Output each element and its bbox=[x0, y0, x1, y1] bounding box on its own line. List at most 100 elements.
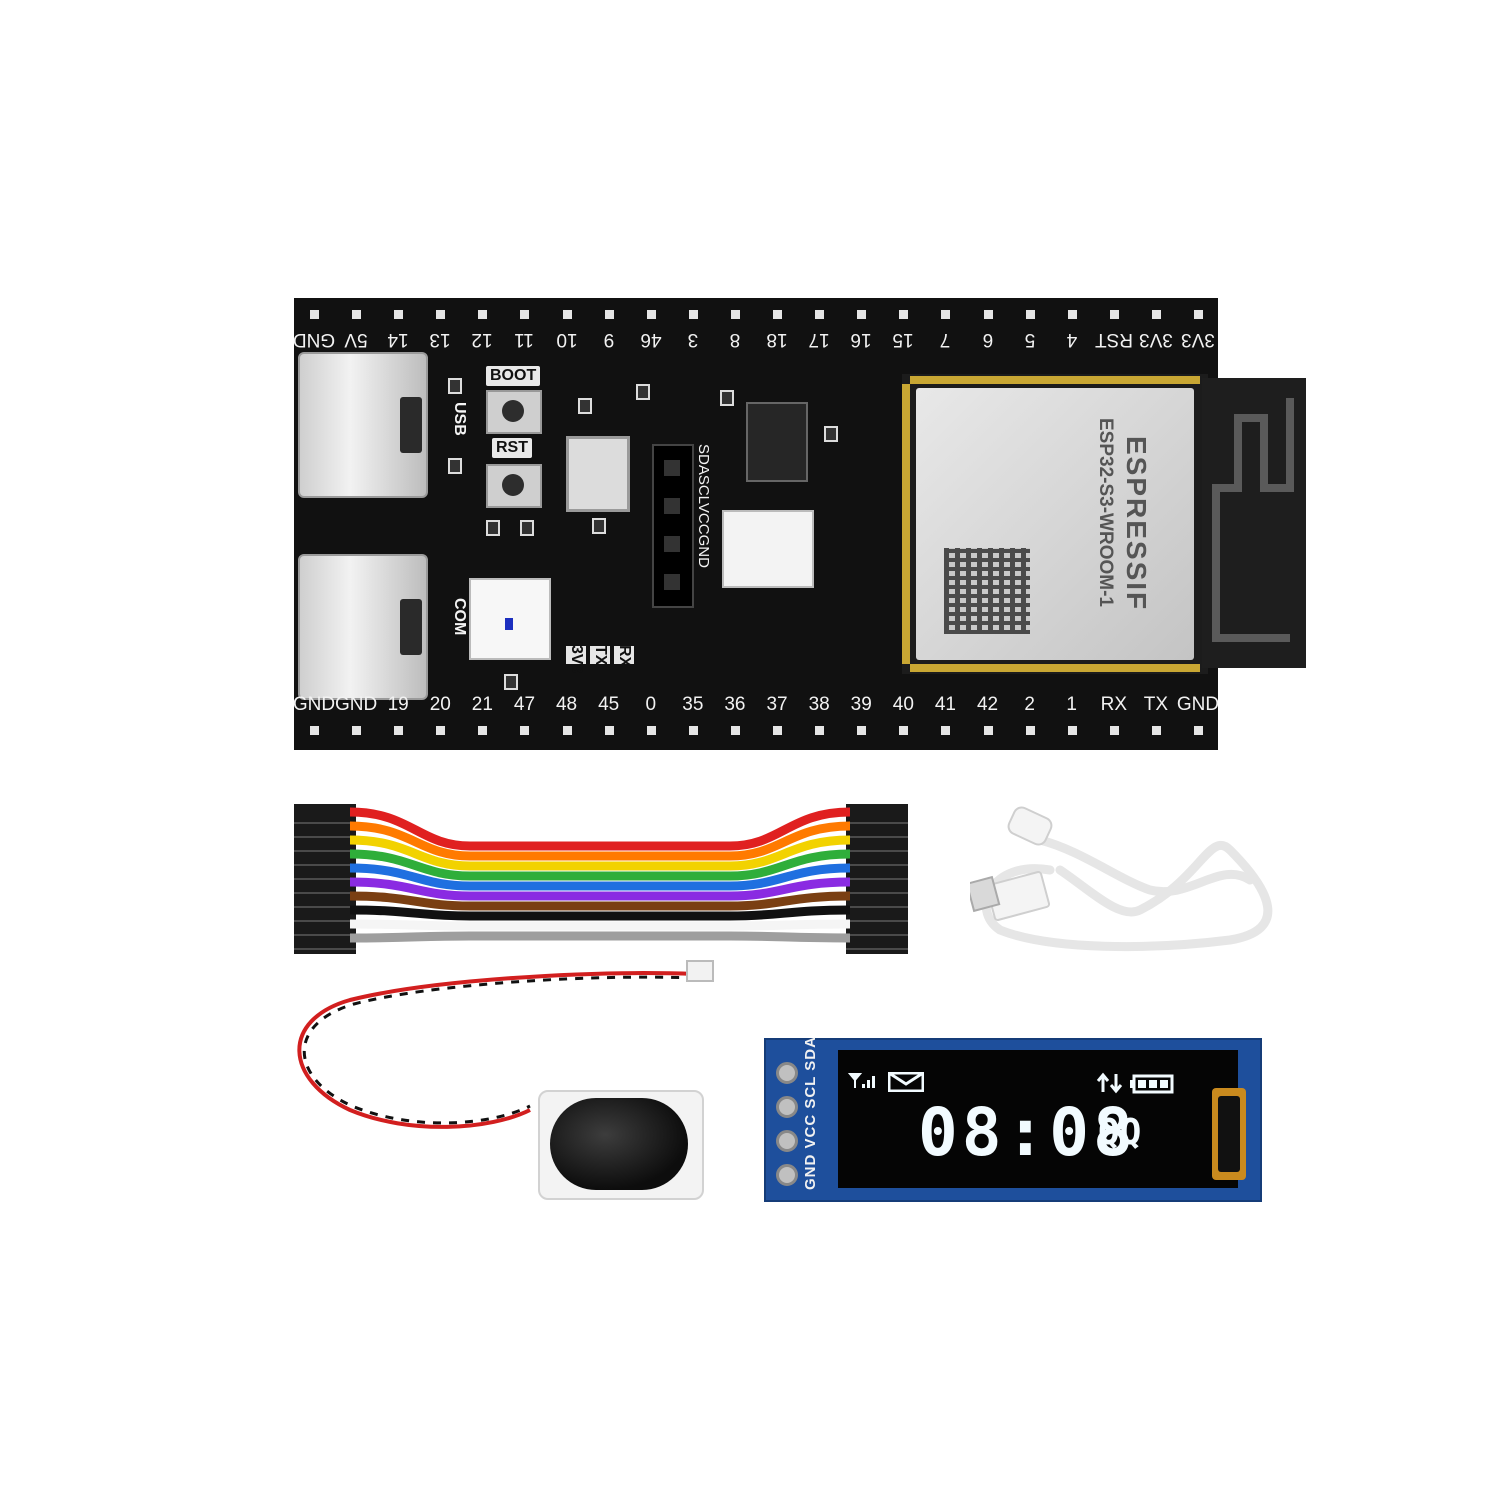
jumper-wire bbox=[350, 919, 850, 931]
mail-icon bbox=[888, 1072, 924, 1092]
smd-component bbox=[448, 378, 462, 394]
pin-label: 21 bbox=[471, 694, 493, 715]
header-pin bbox=[352, 726, 362, 735]
pin-label: 10 bbox=[555, 329, 578, 350]
header-pin bbox=[562, 726, 572, 735]
header-pin bbox=[520, 726, 530, 735]
pin-label: 45 bbox=[598, 694, 620, 715]
header-pin bbox=[646, 726, 656, 735]
bottom-pin-header bbox=[294, 726, 1218, 742]
smd-component bbox=[592, 518, 606, 534]
boot-button[interactable] bbox=[486, 390, 542, 434]
header-pin bbox=[1194, 310, 1203, 319]
jumper-pin-housing bbox=[846, 922, 908, 936]
pin-label: 2 bbox=[1024, 694, 1035, 715]
pin-label: 15 bbox=[892, 329, 914, 350]
header-pin bbox=[310, 310, 319, 319]
header-pin bbox=[730, 310, 740, 319]
usb-cable bbox=[970, 806, 1273, 952]
usb-label: USB bbox=[451, 402, 468, 436]
oled-flex-cable bbox=[1212, 1088, 1246, 1180]
jumper-wire bbox=[350, 849, 850, 881]
pin-label: RST bbox=[1094, 329, 1133, 350]
header-pin bbox=[941, 310, 951, 319]
pin-label: GND bbox=[292, 329, 336, 350]
pin-label: 6 bbox=[982, 329, 993, 350]
jumper-pin-housing bbox=[294, 922, 356, 936]
jumper-pin-housing bbox=[294, 810, 356, 824]
jumper-pin-housing bbox=[846, 824, 908, 838]
pin-label: RX bbox=[1100, 694, 1127, 715]
jumper-pin-housing bbox=[846, 880, 908, 894]
jumper-pin-housing bbox=[846, 866, 908, 880]
pin-label: GND bbox=[334, 694, 378, 715]
pin-label: 16 bbox=[850, 329, 872, 350]
pcb-antenna bbox=[1202, 378, 1306, 668]
jumper-pin-housing bbox=[846, 838, 908, 852]
header-pin bbox=[1151, 726, 1161, 735]
header-pin bbox=[899, 310, 909, 319]
pin-label: 46 bbox=[640, 329, 662, 350]
smd-component bbox=[448, 458, 462, 474]
oled-text: QQ bbox=[1098, 1112, 1142, 1153]
jumper-wire bbox=[350, 931, 850, 943]
jumper-wire bbox=[350, 891, 850, 911]
jumper-pin-housing bbox=[294, 880, 356, 894]
pin-label: 17 bbox=[808, 329, 830, 350]
reset-button[interactable] bbox=[486, 464, 542, 508]
jumper-wires bbox=[350, 807, 850, 943]
pin-label: 35 bbox=[682, 694, 704, 715]
jumper-pin-housing bbox=[846, 908, 908, 922]
header-pin bbox=[1109, 726, 1119, 735]
smd-component bbox=[720, 390, 734, 406]
speaker-connector bbox=[686, 960, 714, 982]
pin-label: 9 bbox=[603, 329, 614, 350]
oled-screen: 08:08 QQ bbox=[838, 1050, 1238, 1188]
oled-display-module: GND VCC SCL SDA 08:08 QQ bbox=[764, 1036, 1262, 1202]
led-label-tx: TX bbox=[590, 645, 610, 666]
pin-label: 14 bbox=[387, 329, 409, 350]
pin-label: 40 bbox=[892, 694, 914, 715]
pin-label: 1 bbox=[1066, 694, 1077, 715]
header-pin bbox=[1194, 726, 1203, 735]
rst-label: RST bbox=[492, 438, 532, 458]
header-pin bbox=[773, 726, 783, 735]
header-pin bbox=[352, 310, 362, 319]
header-pin bbox=[1151, 310, 1161, 319]
pin-label: 0 bbox=[645, 694, 657, 715]
pin-label: 3V3 bbox=[1181, 329, 1215, 350]
header-pin bbox=[436, 310, 446, 319]
speaker-wire bbox=[297, 971, 696, 1129]
header-pin bbox=[815, 726, 825, 735]
pin-label: 5 bbox=[1024, 329, 1035, 350]
header-pin bbox=[1025, 310, 1035, 319]
usb-c-port-usb bbox=[298, 352, 428, 498]
signal-icon bbox=[848, 1073, 875, 1088]
led-label-rx: RX bbox=[614, 645, 634, 668]
header-pin bbox=[520, 310, 530, 319]
pin-label: GND bbox=[292, 694, 336, 715]
pin-label: TX bbox=[1143, 694, 1169, 715]
battery-icon bbox=[1130, 1074, 1174, 1094]
jumper-pin-housing bbox=[294, 852, 356, 866]
jumper-pin-housing bbox=[294, 936, 356, 950]
pin-label: 5V bbox=[344, 329, 368, 350]
header-pin bbox=[646, 310, 656, 319]
header-pin bbox=[983, 310, 993, 319]
oled-pin-labels: GND VCC SCL SDA bbox=[802, 1036, 819, 1190]
jumper-wire bbox=[350, 863, 850, 891]
jumper-wire bbox=[350, 877, 850, 901]
header-pin bbox=[688, 310, 698, 319]
header-pin bbox=[1067, 726, 1077, 735]
header-pin bbox=[436, 726, 446, 735]
pin-label: 36 bbox=[724, 694, 746, 715]
jumper-connector-right bbox=[846, 804, 908, 954]
pin-label: 38 bbox=[808, 694, 830, 715]
pin-label: 20 bbox=[429, 694, 451, 715]
smd-component bbox=[486, 520, 500, 536]
jumper-connector-left bbox=[294, 804, 356, 954]
led-label-3v3: 3V3 bbox=[566, 645, 586, 674]
jumper-pin-housing bbox=[846, 936, 908, 950]
